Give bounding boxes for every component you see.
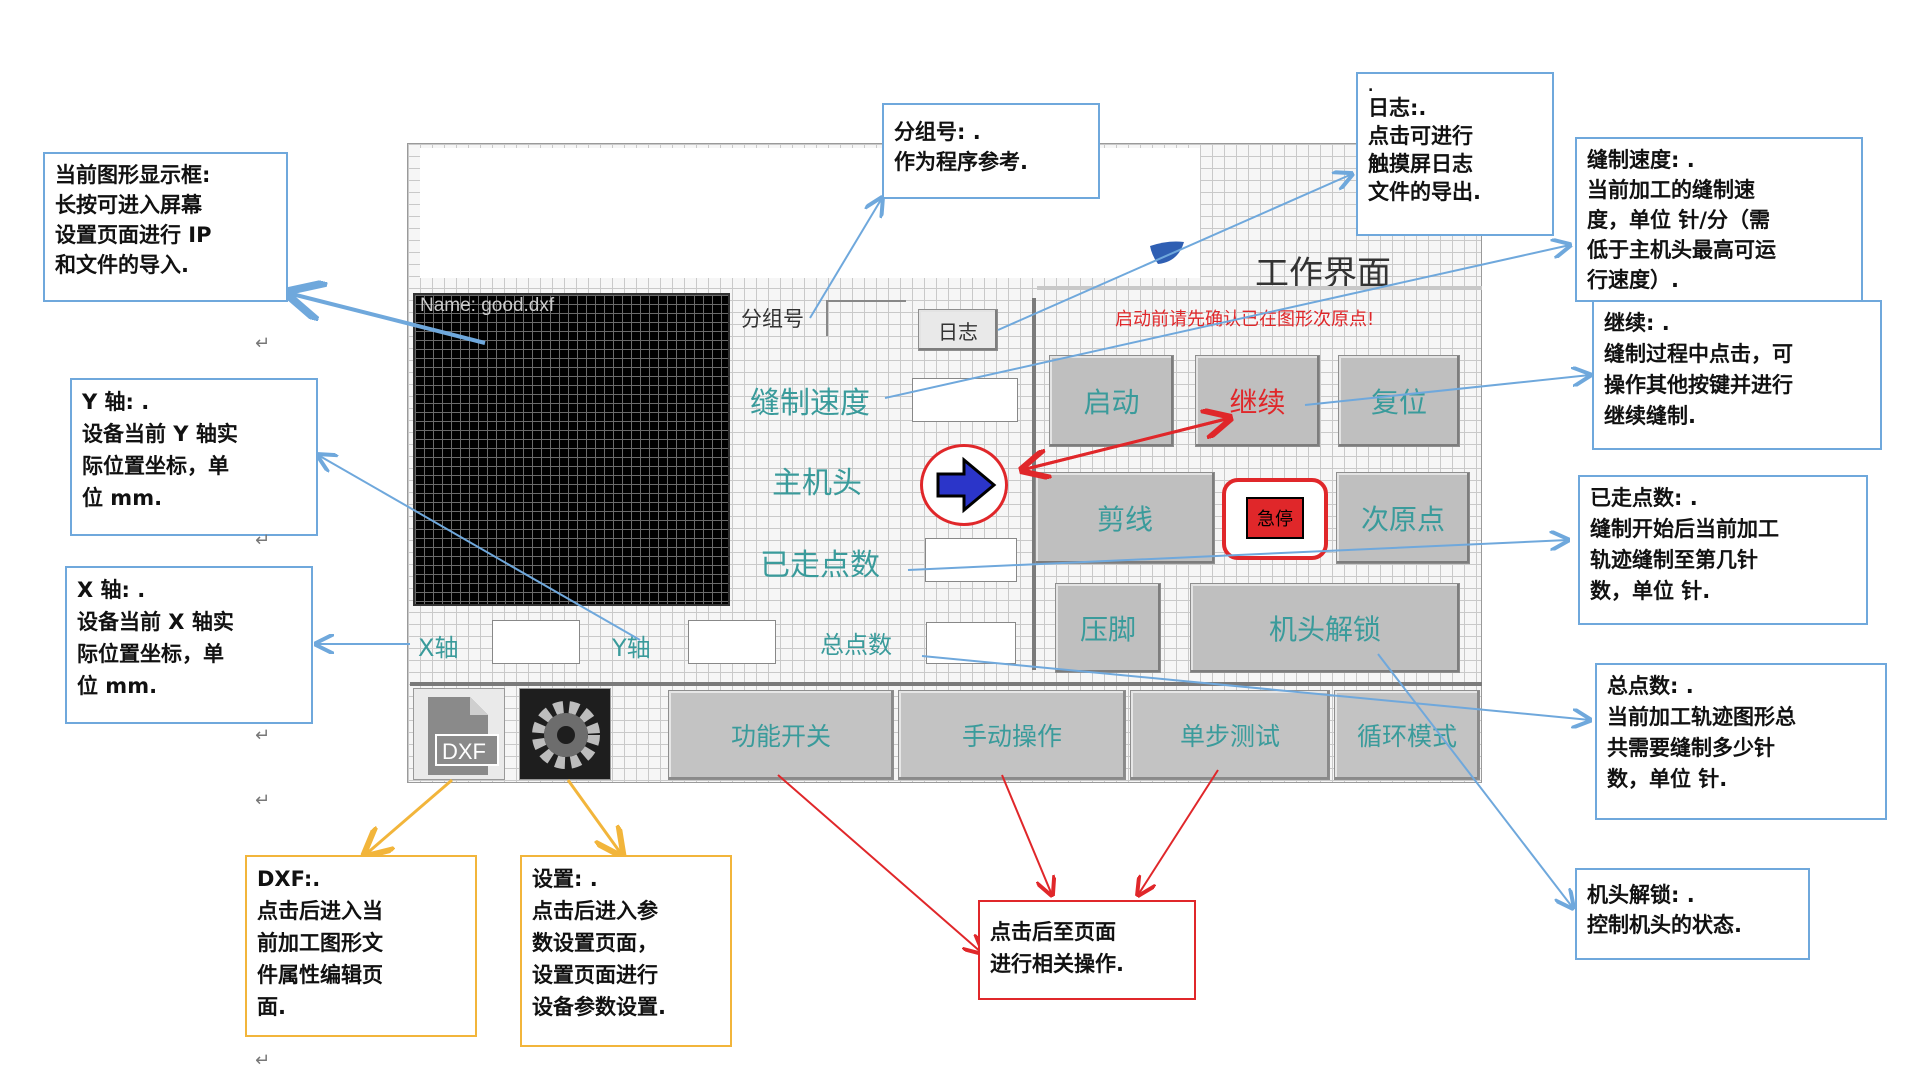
note-continue: 继续: . 缝制过程中点击，可 操作其他按键并进行 继续缝制. [1592,300,1882,450]
y-axis-field [688,620,776,664]
gear-icon [532,701,600,769]
nav-function-switch[interactable]: 功能开关 [668,690,894,780]
note-graphic-display: 当前图形显示框: 长按可进入屏幕 设置页面进行 IP 和文件的导入. [43,152,288,302]
paragraph-mark: ↵ [255,333,271,354]
y-axis-label: Y轴 [612,634,651,662]
graphic-file-name: Name: good.dxf [420,295,555,316]
reset-button[interactable]: 复位 [1338,355,1460,447]
dxf-file-icon [428,697,499,775]
note-x-axis: X 轴: . 设备当前 X 轴实 际位置坐标，单 位 mm. [65,566,313,724]
presser-foot-button[interactable]: 压脚 [1055,583,1161,673]
graphic-display[interactable] [413,293,730,606]
note-group-number: 分组号: . 作为程序参考. [882,103,1100,199]
header-divider [1037,286,1482,290]
paragraph-mark: ↵ [255,530,271,551]
note-dxf: DXF:. 点击后进入当 前加工图形文 件属性编辑页 面. [245,855,477,1037]
dxf-icon-text: DXF [442,739,486,764]
nav-manual-operation[interactable]: 手动操作 [898,690,1126,780]
note-total-points: 总点数: . 当前加工轨迹图形总 共需要缝制多少针 数，单位 针. [1595,663,1887,820]
total-points-label: 总点数 [820,631,892,659]
group-field[interactable] [826,300,906,336]
head-label: 主机头 [772,466,862,501]
speed-label: 缝制速度 [750,386,870,421]
note-settings: 设置: . 点击后进入参 数设置页面， 设置页面进行 设备参数设置. [520,855,732,1047]
speed-field [912,378,1018,422]
walked-points-label: 已走点数 [760,548,880,583]
paragraph-mark: ↵ [255,1050,271,1071]
estop-button[interactable]: 急停 [1246,497,1304,539]
cut-thread-button[interactable]: 剪线 [1035,472,1215,564]
arrow-right-icon [936,456,997,514]
note-page-operations: 点击后至页面 进行相关操作. [978,900,1196,1000]
head-unlock-button[interactable]: 机头解锁 [1190,583,1460,673]
paragraph-mark: ↵ [255,790,271,811]
note-sewing-speed: 缝制速度: . 当前加工的缝制速 度，单位 针/分（需 低于主机头最高可运 行速… [1575,137,1863,302]
note-y-axis: Y 轴: . 设备当前 Y 轴实 际位置坐标，单 位 mm. [70,378,318,536]
panel-divider [1032,298,1036,670]
start-button[interactable]: 启动 [1049,355,1174,447]
log-button[interactable]: 日志 [918,309,998,351]
settings-button[interactable] [519,688,611,780]
nav-single-step-test[interactable]: 单步测试 [1130,690,1330,780]
dxf-button[interactable]: DXF [413,688,505,780]
note-head-unlock: 机头解锁: . 控制机头的状态. [1575,868,1810,960]
walked-points-field [925,538,1017,582]
note-walked-points: 已走点数: . 缝制开始后当前加工 轨迹缝制至第几针 数，单位 针. [1578,475,1868,625]
bottom-nav-bar [410,682,1482,782]
x-axis-field [492,620,580,664]
paragraph-mark: ↵ [255,725,271,746]
note-log: . 日志:. 点击可进行 触摸屏日志 文件的导出. [1356,72,1554,236]
group-label: 分组号 [741,307,804,331]
x-axis-label: X轴 [418,634,459,662]
warning-text: 启动前请先确认已在图形次原点! [1115,309,1375,330]
